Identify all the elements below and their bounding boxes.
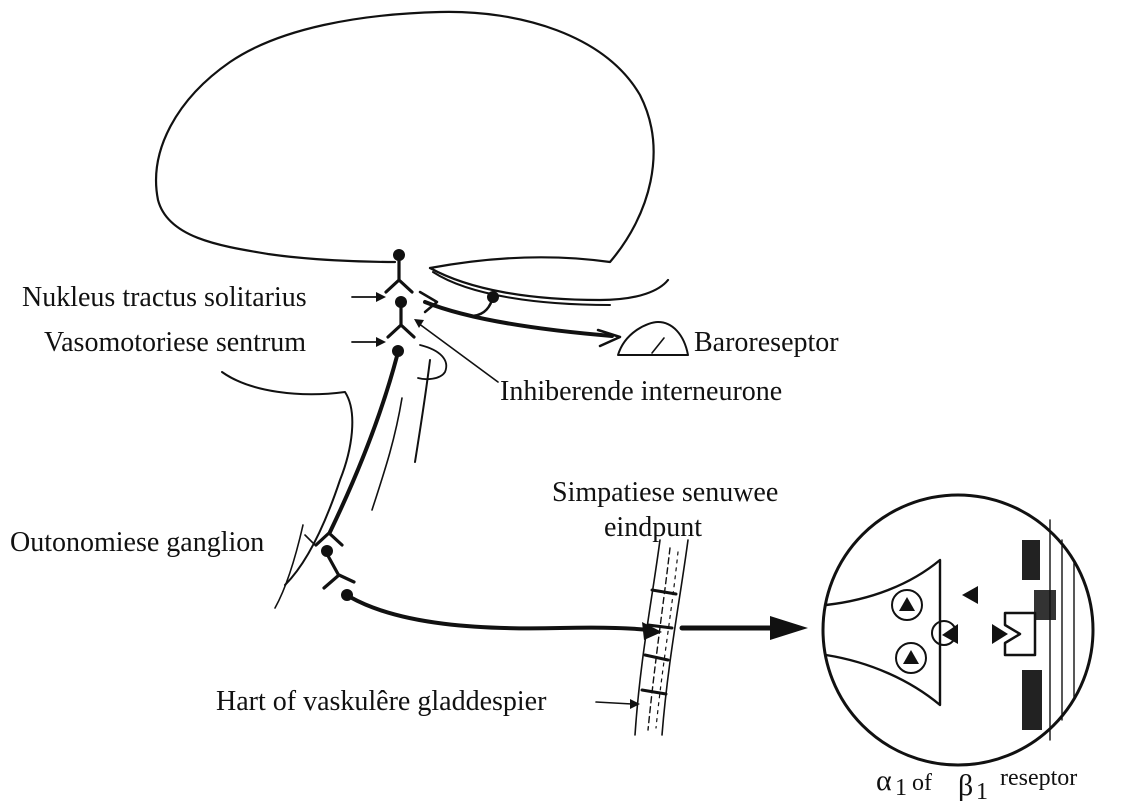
label-nts: Nukleus tractus solitarius [22, 282, 307, 313]
descending-axon [330, 356, 397, 532]
label-vasomotor-center: Vasomotoriese sentrum [44, 327, 306, 358]
interneuron-pointer [418, 323, 498, 382]
released-ligand-1 [942, 624, 958, 644]
spinal-cord-left [275, 525, 303, 608]
vasomotor-arrow-head [376, 337, 386, 347]
vesicle-lower-ligand [903, 650, 919, 664]
receptor-icon [1005, 613, 1035, 655]
label-autonomic-ganglion: Outonomiese ganglion [10, 527, 264, 558]
afferent-ending [598, 330, 620, 346]
label-sympathetic-line1: Simpatiese senuwee [552, 477, 778, 508]
nts-neuron-synapse [386, 258, 412, 292]
presynaptic-terminal [826, 560, 940, 705]
effector-tissue-strip [635, 540, 688, 735]
zoom-arrow-head [770, 616, 808, 640]
postganglionic-axon [350, 597, 648, 630]
label-inhibitory-interneurons: Inhiberende interneurone [500, 376, 782, 407]
afferent-collateral-body [487, 291, 499, 303]
afferent-axon [425, 302, 612, 336]
target-arrow [596, 702, 632, 704]
afferent-collateral [470, 300, 492, 316]
gauge-needle [652, 338, 664, 353]
receptor-tissue-texture [1022, 520, 1074, 740]
vasomotor-neuron-synapse [388, 305, 414, 337]
cerebrum-outline [156, 12, 653, 268]
label-target-tissue: Hart of vaskulêre gladdespier [216, 686, 547, 717]
label-receptor-alpha-sub: 1 [895, 775, 907, 801]
baroreceptor-gauge-icon [618, 322, 688, 355]
ganglion-neuron-synapse [324, 554, 354, 588]
label-receptor-beta-sub: 1 [976, 779, 988, 801]
label-receptor-suffix: reseptor [1000, 765, 1077, 791]
label-receptor-beta: β [958, 769, 973, 801]
nts-arrow-head [376, 292, 386, 302]
label-sympathetic-line2: eindpunt [604, 512, 702, 543]
bound-ligand [992, 624, 1008, 644]
vesicle-upper-ligand [899, 597, 915, 611]
interneuron-bracket [418, 345, 446, 379]
label-receptor: α 1 of β 1 reseptor [876, 764, 1077, 801]
ganglion-pointer [305, 535, 315, 545]
brainstem-right-outline [415, 360, 430, 462]
cerebellum-outline [430, 268, 668, 300]
label-receptor-alpha: α [876, 764, 892, 797]
label-receptor-or: of [912, 770, 932, 796]
released-ligand-2 [962, 586, 978, 604]
spinal-cord-right [372, 398, 402, 510]
label-baroreceptor: Baroreseptor [694, 327, 839, 358]
ganglion-synapse-upper [316, 533, 342, 545]
